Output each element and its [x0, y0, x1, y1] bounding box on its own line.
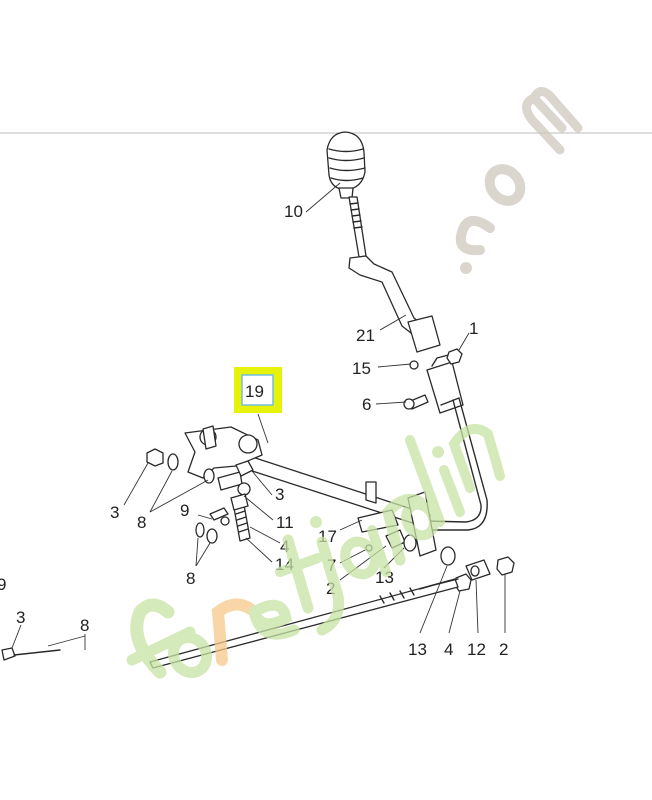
- lever-knob: [326, 131, 366, 199]
- highlight-inner-border: [241, 374, 274, 406]
- lever-rod: [426, 397, 488, 531]
- gear-lever-assembly: [1, 131, 515, 669]
- part-label-9: 9: [0, 575, 6, 594]
- part-label-2: 2: [499, 640, 508, 659]
- left-hardware: [146, 448, 254, 544]
- lever-arm: [348, 255, 441, 353]
- part-labels: 10 21 1 15 6 3 8 3 9 11 4 8 14 17 7 2 13…: [0, 202, 508, 659]
- part-label-8: 8: [186, 569, 195, 588]
- left-edge-hardware: [1, 647, 61, 661]
- screw-6: [403, 394, 429, 410]
- nut-1: [446, 348, 463, 365]
- highlight-callout[interactable]: 19: [234, 367, 282, 413]
- part-label-21: 21: [356, 326, 375, 345]
- lever-shaft: [348, 196, 367, 258]
- part-label-1: 1: [469, 319, 478, 338]
- part-label-13: 13: [408, 640, 427, 659]
- part-label-12: 12: [467, 640, 486, 659]
- part-label-9: 9: [180, 501, 189, 520]
- part-label-10: 10: [284, 202, 303, 221]
- part-label-11: 11: [276, 513, 294, 532]
- part-label-15: 15: [352, 359, 371, 378]
- part-label-6: 6: [362, 395, 371, 414]
- part-label-3: 3: [275, 485, 284, 504]
- highlight-label: 19: [245, 382, 264, 401]
- part-label-8: 8: [80, 616, 89, 635]
- part-label-3: 3: [110, 503, 119, 522]
- watermark-logo: [126, 87, 583, 679]
- part-label-3: 3: [16, 608, 25, 627]
- part-label-8: 8: [137, 513, 146, 532]
- lever-bracket: [426, 361, 464, 414]
- leader-lines: [11, 182, 506, 650]
- part-label-4: 4: [444, 640, 453, 659]
